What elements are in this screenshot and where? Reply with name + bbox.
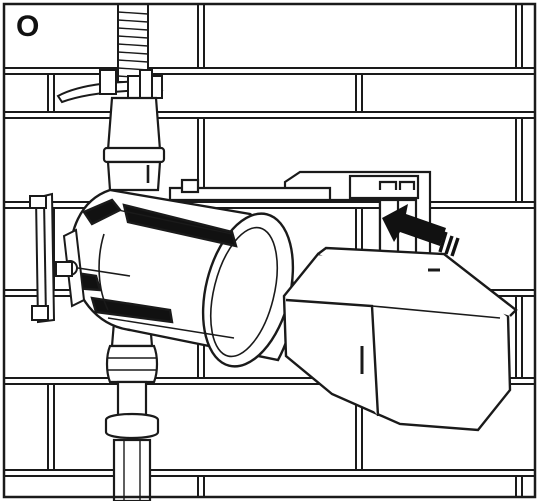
step-label: O (16, 10, 40, 43)
step-label-box (6, 6, 50, 50)
lower-pipe (104, 320, 160, 501)
protective-sleeve (68, 188, 296, 368)
pipe-clamp (56, 69, 164, 104)
push-direction-arrow-icon (382, 204, 460, 257)
mounting-rail (168, 178, 332, 202)
octagonal-cover (282, 246, 518, 432)
valve-stem (55, 228, 131, 308)
upper-fitting (102, 96, 166, 192)
left-bracket (29, 192, 56, 324)
